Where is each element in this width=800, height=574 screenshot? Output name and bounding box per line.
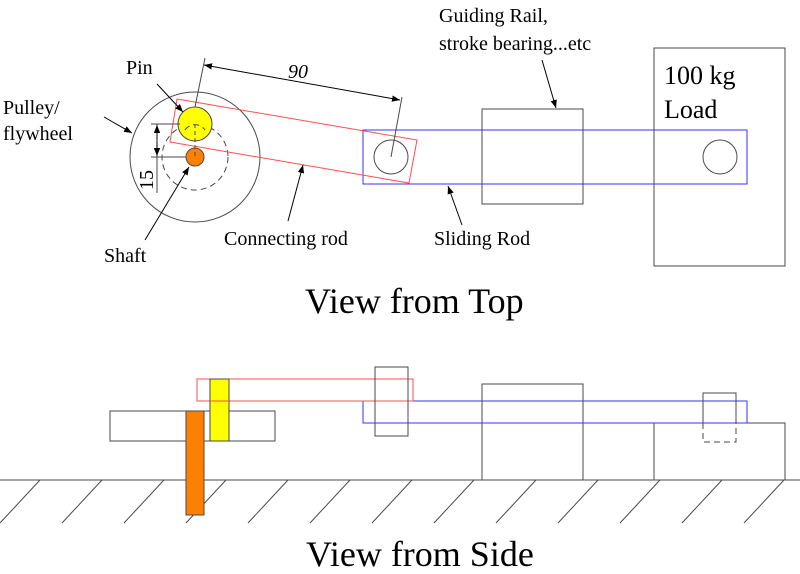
label-pulley-line1: Pulley/ [3,97,60,119]
label-shaft: Shaft [104,245,147,267]
sliding-rod [362,129,748,185]
ground-hatching [0,479,785,524]
pin-side [209,378,230,442]
rod-end-block-side [374,366,409,437]
caption-top-view: View from Top [305,281,524,321]
load-box [653,47,786,267]
sliding-rod-side [362,400,748,424]
shaft-side [185,410,205,516]
label-guiding-rail-line2: stroke bearing...etc [439,33,591,55]
load-side [653,422,786,481]
label-guiding-rail-line1: Guiding Rail, [439,5,548,27]
leader-shaft [144,166,190,241]
dim-crank-offset: 15 [136,170,158,190]
hatch-line [61,479,103,524]
label-connecting-rod: Connecting rod [224,228,348,250]
hatch-line [123,479,165,524]
connecting-rod-side [196,378,414,402]
rod-end-hole [373,139,409,175]
guiding-rail-side [481,383,584,481]
hatch-line [495,479,537,524]
label-load-line2: Load [664,95,717,124]
hatch-line [743,479,785,524]
caption-side-view: View from Side [306,534,534,574]
dim-rod-length: 90 [288,61,308,83]
leader-pulley [103,116,133,134]
hatch-line [619,479,661,524]
hatch-line [247,479,289,524]
hatch-line [371,479,413,524]
hatch-line [557,479,599,524]
label-load-line1: 100 kg [664,61,736,90]
hatch-line [433,479,475,524]
load-pin-hidden [702,423,737,443]
dim90-ext-left [194,57,206,108]
guiding-rail-box [481,108,584,205]
hatch-line [681,479,723,524]
dim90-ext-right [390,96,403,158]
side-view: View from Side [0,366,800,574]
leader-sliding-rod [447,185,463,226]
leader-guiding-rail [541,59,557,109]
hatch-line [309,479,351,524]
label-pin: Pin [126,57,153,79]
connecting-rod [169,98,418,184]
leader-connecting-rod [287,164,305,222]
dim90-line [203,63,401,102]
label-pulley-line2: flywheel [3,123,73,145]
top-view: 15 90 Pin Pulley/ flywheel Shaft Connect… [3,5,786,321]
load-pin-side [702,392,737,423]
label-sliding-rod: Sliding Rod [434,228,530,250]
hatch-line [0,479,41,524]
leader-pin [156,83,184,113]
hatch-line [185,479,227,524]
load-pin-hole [702,139,738,175]
